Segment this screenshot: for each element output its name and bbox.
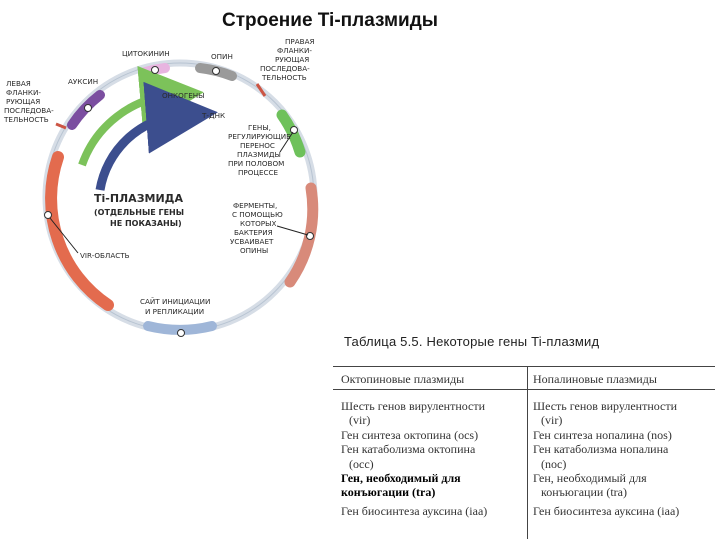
table-cell: Ген биосинтеза ауксина (iaa) [341, 503, 488, 518]
table-cell: (vir) [349, 413, 371, 428]
replication-dot [177, 329, 185, 337]
left-flank-label: ЛЕВАЯ ФЛАНКИ- РУЮЩАЯ ПОСЛЕДОВА- ТЕЛЬНОСТ… [3, 79, 54, 124]
transfer-leader [279, 131, 294, 153]
svg-text:ПРАВАЯ: ПРАВАЯ [285, 37, 315, 46]
auxin-label: АУКСИН [68, 77, 98, 86]
cytokinin-label: ЦИТОКИНИН [122, 49, 170, 58]
table-cell: Ген синтеза октопина (ocs) [341, 427, 479, 442]
slide-title: Строение Ti-плазмиды [221, 10, 438, 31]
svg-text:ФЕРМЕНТЫ,: ФЕРМЕНТЫ, [233, 201, 277, 210]
left-flank-marker [55, 122, 67, 130]
table-cell: (occ) [349, 456, 374, 471]
svg-text:САЙТ ИНИЦИАЦИИ: САЙТ ИНИЦИАЦИИ [140, 297, 210, 306]
svg-text:ТЕЛЬНОСТЬ: ТЕЛЬНОСТЬ [261, 73, 307, 82]
table-cell: Шесть генов вирулентности [533, 399, 678, 413]
table-cell: (vir) [541, 413, 563, 428]
table-cell: Ген, необходимый для [533, 471, 647, 486]
transfer-genes-dot [290, 126, 298, 134]
vir-region-label: VIR-ОБЛАСТЬ [80, 251, 130, 260]
table-header-octopine: Октопиновые плазмиды [341, 372, 465, 386]
table-cell: Ген синтеза нопалина (nos) [533, 427, 672, 442]
opine-label: ОПИН [211, 52, 233, 61]
svg-text:КОТОРЫХ: КОТОРЫХ [240, 219, 276, 228]
svg-text:ФЛАНКИ-: ФЛАНКИ- [277, 46, 312, 55]
svg-text:ПЛАЗМИДЫ: ПЛАЗМИДЫ [237, 150, 281, 159]
table-divider [527, 367, 528, 539]
enzymes-dot [306, 232, 314, 240]
t-dna-arrow [95, 81, 218, 191]
svg-text:ПРОЦЕССЕ: ПРОЦЕССЕ [238, 168, 279, 177]
t-dna-label: Т-ДНК [201, 111, 225, 120]
octopine-column: Шесть генов вирулентности(vir)Ген синтез… [341, 399, 527, 518]
replication-label: САЙТ ИНИЦИАЦИИ И РЕПЛИКАЦИИ [140, 297, 210, 316]
right-flank-label: ПРАВАЯ ФЛАНКИ- РУЮЩАЯ ПОСЛЕДОВА- ТЕЛЬНОС… [260, 37, 315, 82]
cytokinin-dot [151, 66, 159, 74]
vir-dot [44, 211, 52, 219]
table-caption: Таблица 5.5. Некоторые гены Ti-плазмид [344, 334, 600, 349]
oncogenes-label: ОНКОГЕНЫ [162, 91, 205, 100]
center-title: Ti-ПЛАЗМИДА (ОТДЕЛЬНЫЕ ГЕНЫ НЕ ПОКАЗАНЫ) [94, 192, 184, 228]
vir-leader [49, 217, 79, 254]
svg-text:ОПИНЫ: ОПИНЫ [240, 246, 268, 255]
svg-text:(ОТДЕЛЬНЫЕ ГЕНЫ: (ОТДЕЛЬНЫЕ ГЕНЫ [94, 208, 184, 217]
table-cell: Ген катаболизма нопалина [533, 442, 669, 457]
svg-text:НЕ ПОКАЗАНЫ): НЕ ПОКАЗАНЫ) [110, 219, 182, 228]
svg-text:ПОСЛЕДОВА-: ПОСЛЕДОВА- [260, 64, 310, 73]
ti-plasmid-diagram: ЦИТОКИНИН ОПИН ПРАВАЯ ФЛАНКИ- РУЮЩАЯ ПОС… [3, 37, 319, 337]
svg-text:И РЕПЛИКАЦИИ: И РЕПЛИКАЦИИ [145, 307, 204, 316]
table-header-nopaline: Нопалиновые плазмиды [533, 372, 657, 386]
svg-text:ЛЕВАЯ: ЛЕВАЯ [6, 79, 31, 88]
svg-text:ПЕРЕНОС: ПЕРЕНОС [240, 141, 275, 150]
auxin-dot [84, 104, 92, 112]
opine-dot [212, 67, 220, 75]
nopaline-column: Шесть генов вирулентности(vir)Ген синтез… [533, 399, 719, 518]
table-cell: Ген катаболизма октопина [341, 442, 476, 457]
svg-text:БАКТЕРИЯ: БАКТЕРИЯ [234, 228, 273, 237]
enzymes-leader [276, 225, 309, 236]
table-cell: Ген, необходимый для [341, 471, 461, 486]
svg-text:Ti-ПЛАЗМИДА: Ti-ПЛАЗМИДА [94, 192, 183, 205]
svg-text:ТЕЛЬНОСТЬ: ТЕЛЬНОСТЬ [3, 115, 49, 124]
oncogenes-arrow [78, 65, 204, 167]
svg-text:ФЛАНКИ-: ФЛАНКИ- [6, 88, 41, 97]
svg-text:ПОСЛЕДОВА-: ПОСЛЕДОВА- [4, 106, 54, 115]
table-cell: Шесть генов вирулентности [341, 399, 486, 413]
table-cell: конъюгации (tra) [541, 485, 627, 500]
table-cell: Ген биосинтеза ауксина (iaa) [533, 503, 680, 518]
svg-text:РЕГУЛИРУЮЩИЕ: РЕГУЛИРУЮЩИЕ [228, 132, 291, 141]
table-cell: конъюгации (tra) [341, 485, 436, 500]
svg-text:ГЕНЫ,: ГЕНЫ, [248, 123, 271, 132]
svg-text:ПРИ ПОЛОВОМ: ПРИ ПОЛОВОМ [228, 159, 284, 168]
svg-text:УСВАИВАЕТ: УСВАИВАЕТ [230, 237, 274, 246]
svg-text:РУЮЩАЯ: РУЮЩАЯ [6, 97, 40, 106]
table-header-rule [333, 389, 715, 390]
svg-text:РУЮЩАЯ: РУЮЩАЯ [275, 55, 309, 64]
transfer-genes-label: ГЕНЫ, РЕГУЛИРУЮЩИЕ ПЕРЕНОС ПЛАЗМИДЫ ПРИ … [228, 123, 291, 177]
vir-region-segment [45, 151, 114, 311]
table-cell: (noc) [541, 456, 567, 471]
right-flank-marker [255, 83, 267, 97]
svg-text:С ПОМОЩЬЮ: С ПОМОЩЬЮ [232, 210, 283, 219]
enzymes-label: ФЕРМЕНТЫ, С ПОМОЩЬЮ КОТОРЫХ БАКТЕРИЯ УСВ… [230, 201, 283, 255]
genes-table: Октопиновые плазмиды Нопалиновые плазмид… [333, 366, 715, 539]
